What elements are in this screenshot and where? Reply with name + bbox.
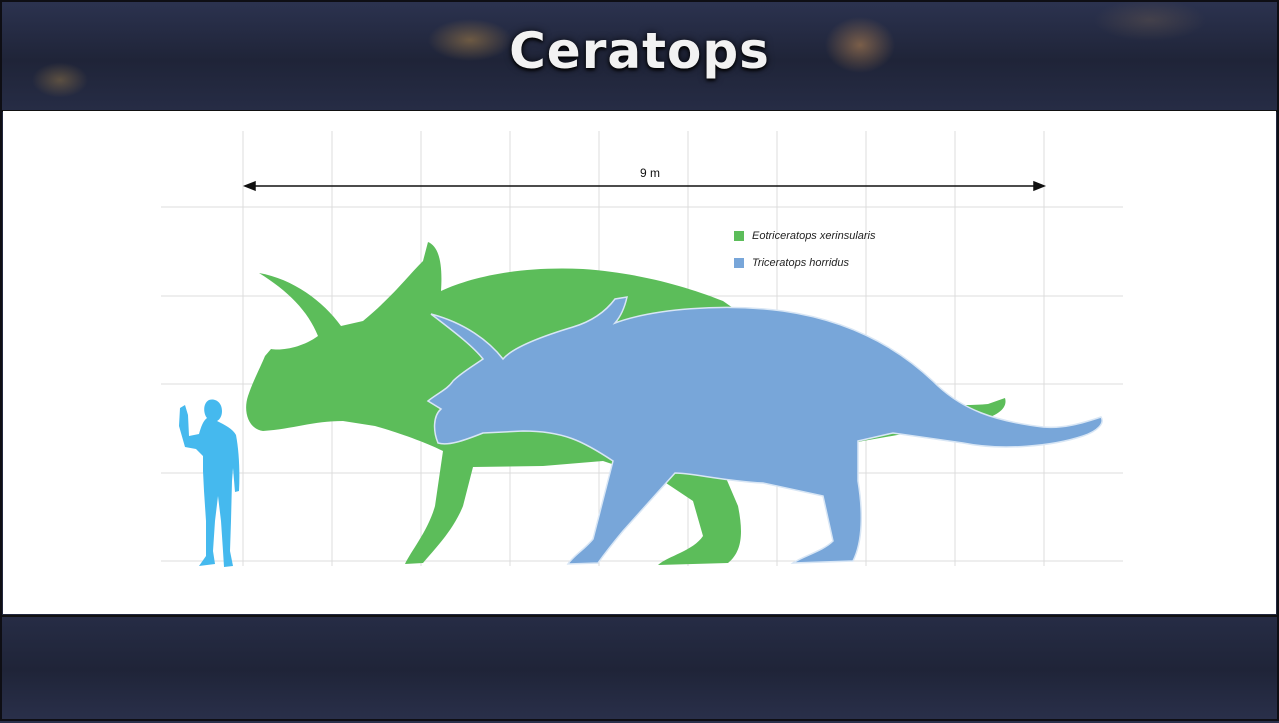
legend-item-triceratops: Triceratops horridus	[734, 256, 876, 270]
slide-title: Ceratops	[0, 22, 1279, 80]
scale-label: 9 m	[620, 166, 680, 180]
human-silhouette	[179, 400, 239, 567]
legend-label: Triceratops horridus	[752, 257, 849, 269]
legend: Eotriceratops xerinsularis Triceratops h…	[734, 229, 876, 283]
footer-band	[0, 615, 1279, 723]
size-comparison-panel: 9 m Eotriceratops xerinsularis Tricerato…	[3, 111, 1276, 614]
size-comparison-diagram	[3, 111, 1276, 614]
legend-swatch-green	[734, 231, 744, 241]
legend-swatch-blue	[734, 258, 744, 268]
legend-item-eotriceratops: Eotriceratops xerinsularis	[734, 229, 876, 243]
scale-bar	[245, 182, 1044, 190]
legend-label: Eotriceratops xerinsularis	[752, 230, 876, 242]
